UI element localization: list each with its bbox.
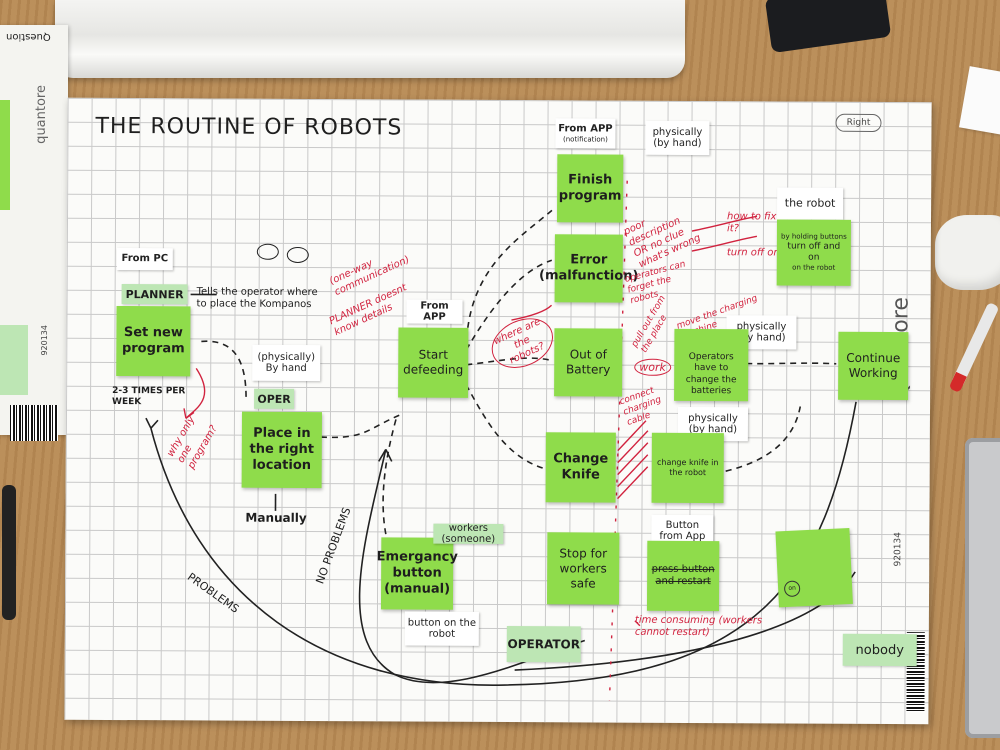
left-sheet-tab: Question: [6, 31, 51, 42]
left-sheet-brand: quantore: [34, 85, 49, 144]
work-note: work: [634, 358, 671, 377]
workers-label: workers (someone): [433, 522, 504, 545]
continue-working-sticky: Continue Working: [838, 331, 909, 401]
nobody-label: nobody: [842, 633, 917, 667]
poster-title: THE ROUTINE OF ROBOTS: [95, 113, 403, 141]
from-app-top-sub: (notification): [562, 135, 608, 144]
physically-top-label: physically (by hand): [645, 120, 710, 156]
how-to-fix-note: how to fix it?: [726, 211, 777, 235]
robot-turn-off-text: turn off and on: [787, 241, 841, 263]
speech-bubble-icon-2: [286, 246, 309, 264]
place-location-sticky: Place in the right location: [241, 411, 322, 489]
oper-label: OPER: [254, 388, 295, 409]
change-knife-sticky: Change Knife: [545, 432, 616, 503]
set-program-sticky: Set new program: [116, 306, 191, 377]
left-sheet-barcode: [10, 405, 58, 441]
tells-operator-note: Tells the operator where to place the Ko…: [196, 286, 318, 311]
operator-label: OPERATOR: [506, 626, 581, 663]
robot-turn-off-sticky: by holding buttons turn off and on on th…: [776, 219, 852, 286]
battery-steps-sticky: Operators have to change the batteries: [674, 328, 749, 402]
tissue-paper: [935, 215, 1000, 290]
by-hand-label: (physically) By hand: [252, 344, 321, 382]
knife-steps-sticky: change knife in the robot: [651, 432, 724, 504]
speech-bubble-icon: [256, 243, 279, 260]
button-on-robot-label: button on the robot: [404, 611, 479, 646]
error-sticky: Error (malfunction): [539, 234, 638, 303]
flow-lines: [145, 180, 857, 701]
paper-roll: [55, 0, 685, 78]
press-restart-sticky: press button and restart: [646, 540, 720, 612]
from-app-top-text: From APP: [558, 123, 613, 135]
laptop-edge: [965, 438, 1000, 738]
on-dot: on: [783, 580, 801, 598]
left-sheet-pale-sticky: [0, 325, 28, 395]
left-flip-sheet: Question quantore 920134: [0, 25, 68, 441]
from-app-top-label: From APP (notification): [555, 118, 616, 149]
planner-label: PLANNER: [121, 284, 188, 305]
start-defeeding-sticky: Start defeeding: [398, 327, 469, 398]
frequency-note: 2-3 TIMES PER WEEK: [112, 385, 186, 407]
blank-sticky: on: [775, 527, 853, 608]
from-pc-label: From PC: [116, 248, 173, 271]
left-sheet-code: 920134: [40, 325, 49, 356]
robot-turn-off-header: by holding buttons: [781, 232, 847, 241]
corner-tag: Right: [835, 113, 882, 133]
time-consuming-note: time consuming (workers cannot restart): [634, 614, 763, 639]
emergency-button-sticky: Emergancy button (manual): [377, 537, 458, 610]
black-pen: [2, 485, 16, 620]
finish-program-sticky: Finish program: [556, 154, 624, 223]
the-robot-label: the robot: [777, 187, 844, 220]
poster-sheet: THE ROUTINE OF ROBOTS Right Quantore 920…: [64, 97, 932, 725]
stop-workers-sticky: Stop for workers safe: [546, 532, 620, 605]
out-of-battery-sticky: Out of Battery: [554, 328, 623, 397]
poster-code: 920134: [893, 532, 904, 567]
robot-turn-off-footer: on the robot: [792, 263, 836, 273]
left-sheet-sticky: [0, 100, 10, 210]
manually-note: Manually: [245, 510, 307, 525]
